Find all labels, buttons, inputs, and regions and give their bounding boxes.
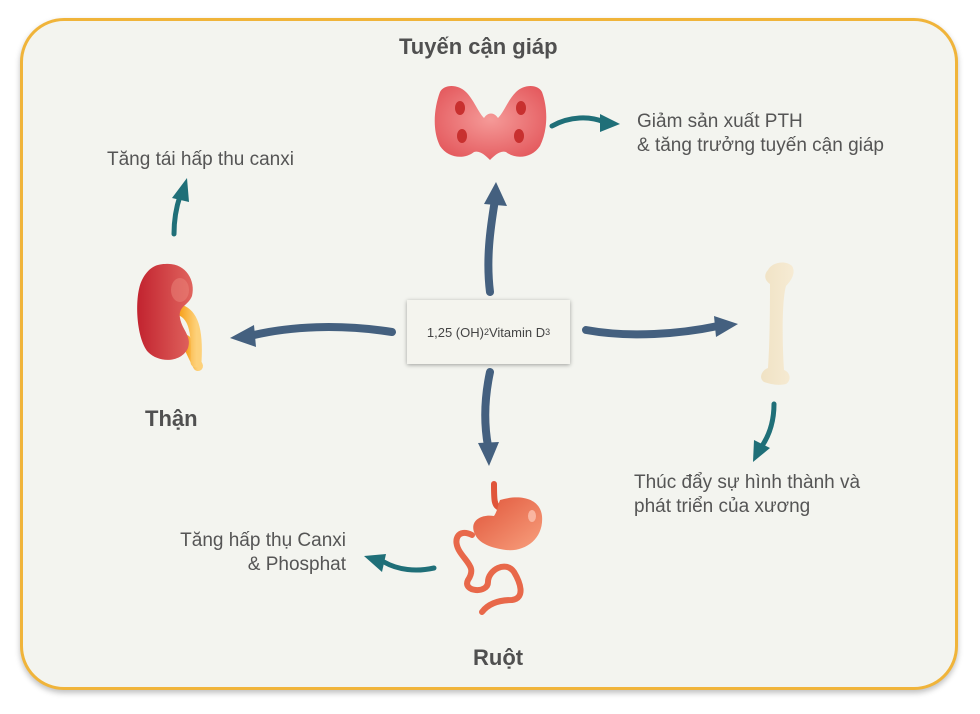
intestine-title: Ruột [473, 645, 524, 670]
bone-icon [761, 262, 794, 385]
kidney-icon [137, 263, 203, 371]
arrow-parathyroid-effect [549, 114, 620, 132]
bone-effect-line2: phát triển của xương [634, 496, 811, 517]
intestine-effect-line1: Tăng hấp thụ Canxi [180, 530, 346, 551]
arrow-intestine-effect [364, 554, 437, 573]
arrow-to-bone [582, 316, 738, 339]
kidney-effect: Tăng tái hấp thu canxi [107, 149, 294, 170]
vitamin-d-middle: Vitamin D [488, 324, 546, 340]
parathyroid-effect-line2: & tăng trưởng tuyến cận giáp [637, 135, 884, 156]
bone-effect-line1: Thúc đẩy sự hình thành và [634, 472, 861, 493]
vitamin-d-sub1: 2 [483, 327, 489, 337]
arrow-kidney-effect [171, 178, 189, 237]
vitamin-d-sub2: 3 [545, 327, 551, 337]
intestine-effect-line2: & Phosphat [247, 554, 346, 575]
arrow-to-kidney [230, 323, 396, 347]
parathyroid-title: Tuyến cận giáp [399, 34, 558, 59]
kidney-title: Thận [145, 406, 198, 431]
arrow-to-parathyroid [484, 182, 507, 296]
stomach-intestine-icon [453, 481, 543, 615]
vitamin-d-prefix: 1,25 (OH) [426, 324, 484, 340]
arrow-bone-effect [753, 401, 777, 462]
parathyroid-effect-line1: Giảm sản xuất PTH [637, 111, 803, 132]
arrow-to-intestine [478, 368, 499, 466]
thyroid-gland-icon [434, 86, 547, 160]
